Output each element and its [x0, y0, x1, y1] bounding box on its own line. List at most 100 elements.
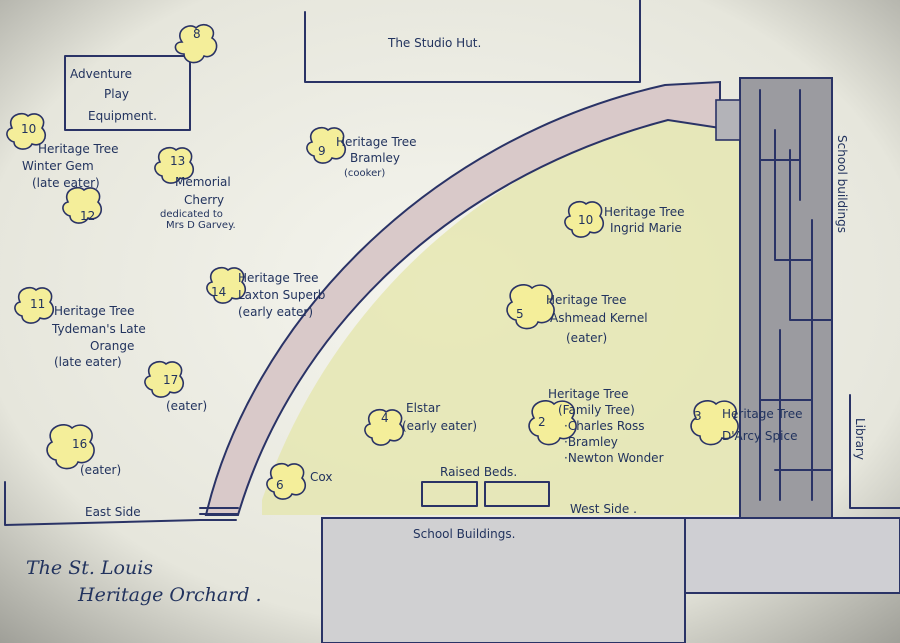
tree-16: 16 (eater) [46, 424, 121, 477]
tree-14-line2: Laxton Superb [238, 288, 325, 302]
school-buildings-right [739, 77, 833, 519]
map-title-line1: The St. Louis [26, 557, 153, 579]
tree-13-line2: Cherry [184, 193, 224, 207]
tree-13-memorial-cherry: 13 Memorial Cherry dedicated to Mrs D Ga… [154, 146, 236, 231]
tree-5-canopy [506, 284, 555, 330]
school-buildings-bottom-label: School Buildings. [413, 527, 515, 541]
library-wall [849, 394, 900, 509]
tree-2-line1: Heritage Tree [548, 387, 629, 401]
raised-beds-label: Raised Beds. [440, 465, 517, 479]
tree-4-line1: Elstar [406, 401, 440, 415]
tree-4-line2: (early eater) [402, 419, 477, 433]
tree-8-canopy [174, 23, 218, 64]
tree-6-line1: Cox [310, 470, 332, 484]
tree-16-number: 16 [72, 437, 87, 451]
tree-10b-canopy [564, 200, 605, 238]
library-label: Library [853, 418, 867, 460]
west-side-label: West Side . [570, 502, 637, 516]
tree-13-line4: Mrs D Garvey. [166, 220, 236, 231]
tree-12: 12 [62, 186, 103, 224]
tree-10b-number: 10 [578, 213, 593, 227]
tree-9-line2: Bramley [350, 151, 400, 165]
school-buildings-right-label: School buildings [835, 135, 849, 233]
tree-14-number: 14 [211, 285, 226, 299]
tree-17-line1: (eater) [166, 399, 207, 413]
tree-10a-number: 10 [21, 122, 36, 136]
map-title-line2: Heritage Orchard . [77, 584, 262, 606]
tree-9-line1: Heritage Tree [336, 135, 417, 149]
tree-10a-canopy [6, 112, 47, 150]
tree-13-number: 13 [170, 154, 185, 168]
tree-17-number: 17 [163, 373, 178, 387]
tree-2-line3: ·Charles Ross [564, 419, 645, 433]
tree-2-line2: (Family Tree) [558, 403, 635, 417]
tree-11-number: 11 [30, 297, 45, 311]
tree-10b-line2: Ingrid Marie [610, 221, 682, 235]
raised-bed-1 [421, 481, 478, 507]
adventure-play-box [64, 55, 191, 131]
tree-8: 8 [174, 23, 218, 64]
tree-11-line3: Orange [90, 339, 134, 353]
raised-bed-2 [484, 481, 550, 507]
tree-16-line1: (eater) [80, 463, 121, 477]
tree-2-number: 2 [538, 415, 546, 429]
school-buildings-right-lines [759, 89, 833, 501]
tree-4-number: 4 [381, 411, 389, 425]
tree-14-line1: Heritage Tree [238, 271, 319, 285]
tree-11-line1: Heritage Tree [54, 304, 135, 318]
tree-10a-line2: Winter Gem [22, 159, 94, 173]
tree-9-canopy [306, 126, 347, 164]
studio-hut [304, 0, 641, 83]
tree-5-number: 5 [516, 307, 524, 321]
adventure-label-2: Play [104, 87, 129, 101]
tree-3-canopy [690, 400, 739, 446]
tree-10-ingrid-marie: 10 Heritage Tree Ingrid Marie [564, 200, 685, 238]
tree-3-line2: D'Arcy Spice [722, 429, 797, 443]
tree-10a-line1: Heritage Tree [38, 142, 119, 156]
tree-13-line3: dedicated to [160, 209, 223, 220]
tree-10a-line3: (late eater) [32, 176, 100, 190]
tree-5-line1: Heritage Tree [546, 293, 627, 307]
tree-3-darcy-spice: 3 Heritage Tree D'Arcy Spice [690, 400, 803, 446]
studio-hut-label: The Studio Hut. [387, 36, 481, 50]
tree-6-cox: 6 Cox [266, 462, 332, 500]
tree-10b-line1: Heritage Tree [604, 205, 685, 219]
tree-9-number: 9 [318, 144, 326, 158]
tree-4-elstar: 4 Elstar (early eater) [364, 401, 477, 446]
tree-9-bramley: 9 Heritage Tree Bramley (cooker) [306, 126, 417, 179]
tree-10-winter-gem: 10 Heritage Tree Winter Gem (late eater) [6, 112, 119, 190]
tree-11-canopy [14, 286, 55, 324]
east-boundary [4, 481, 201, 526]
school-buildings-corner [684, 517, 900, 594]
tree-2-line4: ·Bramley [564, 435, 618, 449]
tree-11-line4: (late eater) [54, 355, 122, 369]
tree-14-canopy [206, 266, 247, 304]
tree-9-line3: (cooker) [344, 168, 385, 179]
tree-17-canopy [144, 360, 185, 398]
tree-2-line5: ·Newton Wonder [564, 451, 664, 465]
tree-2-canopy [528, 400, 577, 446]
tree-14-line3: (early eater) [238, 305, 313, 319]
tree-12-number: 12 [80, 209, 95, 223]
tree-3-line1: Heritage Tree [722, 407, 803, 421]
tree-2-family-tree: 2 Heritage Tree (Family Tree) ·Charles R… [528, 387, 664, 465]
tree-12-canopy [62, 186, 103, 224]
tree-11-line2: Tydeman's Late [51, 322, 146, 336]
tree-13-canopy [154, 146, 195, 184]
tree-4-canopy [364, 408, 405, 446]
tree-6-canopy [266, 462, 307, 500]
tree-5-ashmead-kernel: 5 Heritage Tree Ashmead Kernel (eater) [506, 284, 648, 345]
tree-16-canopy [46, 424, 95, 470]
tree-14-laxton-superb: 14 Heritage Tree Laxton Superb (early ea… [206, 266, 325, 319]
tree-11-tydemans: 11 Heritage Tree Tydeman's Late Orange (… [14, 286, 146, 369]
adventure-label-1: Adventure [70, 67, 132, 81]
tree-13-line1: Memorial [175, 175, 231, 189]
tree-5-line2: Ashmead Kernel [550, 311, 648, 325]
adventure-label-3: Equipment. [88, 109, 157, 123]
path-entrance [199, 507, 239, 521]
tree-17: 17 (eater) [144, 360, 207, 413]
tree-3-number: 3 [694, 409, 702, 423]
tree-6-number: 6 [276, 478, 284, 492]
annex-block [715, 99, 741, 141]
